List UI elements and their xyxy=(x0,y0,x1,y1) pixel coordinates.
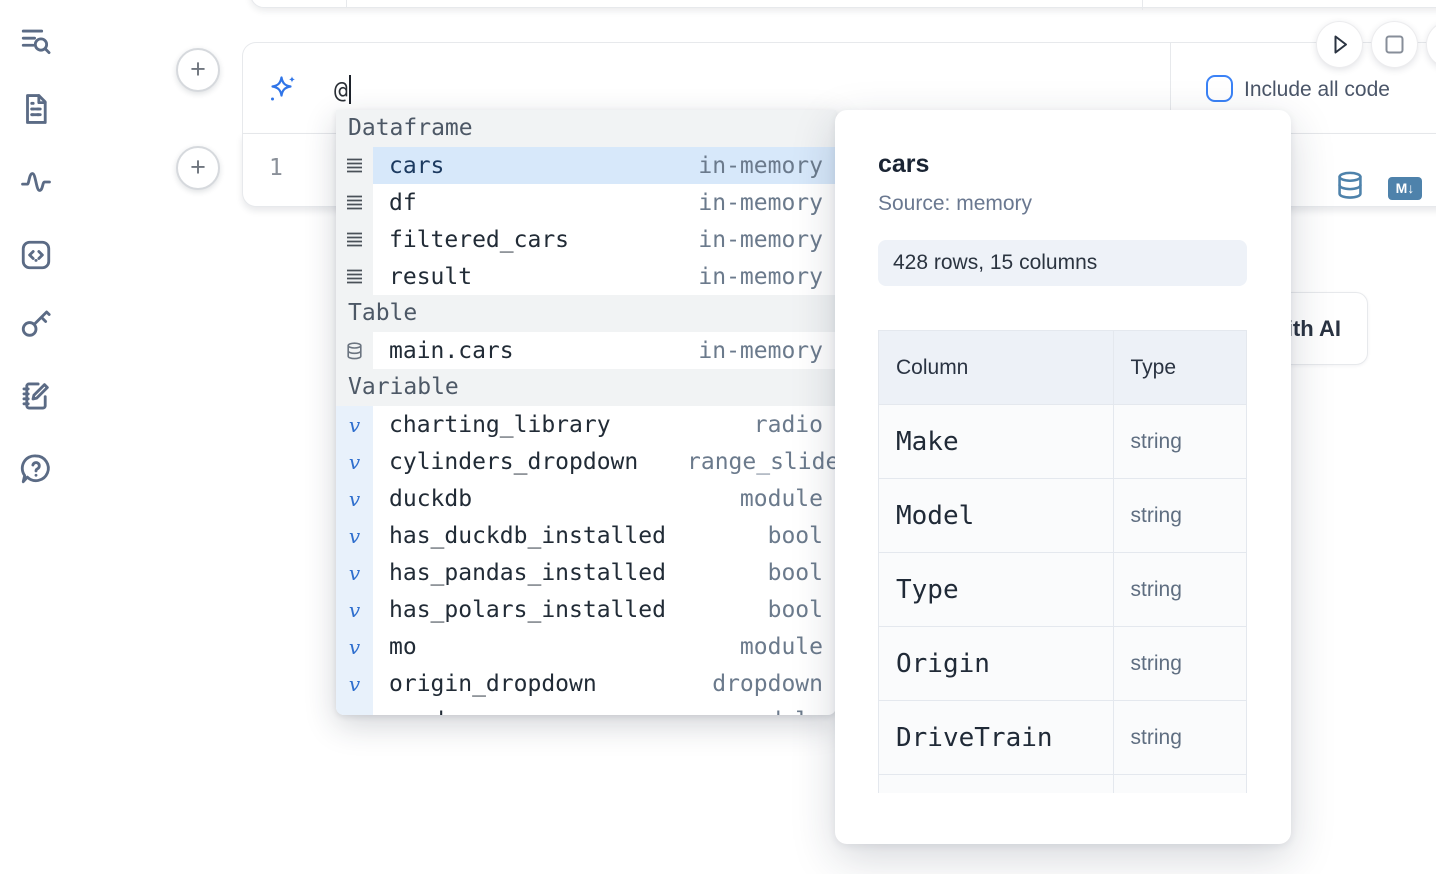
file-text-icon[interactable] xyxy=(19,92,53,126)
sidebar xyxy=(0,0,72,874)
table-header-row: Column Type xyxy=(879,331,1247,405)
autocomplete-dropdown: Dataframe carsin-memory dfin-memory filt… xyxy=(336,110,836,715)
variable-v-icon: v xyxy=(336,443,373,480)
code-box-icon[interactable] xyxy=(19,238,53,272)
notebook-pen-icon[interactable] xyxy=(19,379,53,413)
autocomplete-item-cars[interactable]: carsin-memory xyxy=(336,147,836,184)
variable-v-icon: v xyxy=(336,665,373,702)
database-icon xyxy=(336,332,373,369)
variable-v-icon: v xyxy=(336,517,373,554)
preview-shape-badge: 428 rows, 15 columns xyxy=(878,240,1247,286)
autocomplete-item-filtered-cars[interactable]: filtered_carsin-memory xyxy=(336,221,836,258)
preview-title: cars xyxy=(878,150,1247,179)
database-icon[interactable] xyxy=(1336,171,1364,200)
section-header-dataframe: Dataframe xyxy=(336,110,836,147)
autocomplete-item-duckdb[interactable]: v duckdbmodule xyxy=(336,480,836,517)
variable-v-icon: v xyxy=(336,406,373,443)
include-all-code-checkbox[interactable] xyxy=(1206,75,1233,102)
variable-v-icon: v xyxy=(336,702,373,715)
autocomplete-item-charting-library[interactable]: v charting_libraryradio xyxy=(336,406,836,443)
schema-table-wrapper: Column Type Make string Model string Typ… xyxy=(878,330,1247,793)
dataframe-rows-icon xyxy=(336,147,373,184)
table-row-partial xyxy=(879,775,1247,794)
run-cell-button[interactable] xyxy=(1317,22,1362,67)
autocomplete-item-has-duckdb-installed[interactable]: v has_duckdb_installedbool xyxy=(336,517,836,554)
variable-v-icon: v xyxy=(336,480,373,517)
schema-table: Column Type Make string Model string Typ… xyxy=(878,330,1247,793)
type-header: Type xyxy=(1113,331,1246,405)
activity-icon[interactable] xyxy=(19,165,53,199)
variable-v-icon: v xyxy=(336,591,373,628)
text-search-icon[interactable] xyxy=(19,24,53,58)
dataframe-rows-icon xyxy=(336,258,373,295)
table-row: DriveTrain string xyxy=(879,701,1247,775)
add-cell-button-bottom[interactable]: + xyxy=(176,146,220,190)
table-row: Type string xyxy=(879,553,1247,627)
autocomplete-item-mo[interactable]: v momodule xyxy=(336,628,836,665)
column-header: Column xyxy=(879,331,1114,405)
autocomplete-item-result[interactable]: resultin-memory xyxy=(336,258,836,295)
previous-cell-divider xyxy=(1142,0,1143,10)
dataframe-rows-icon xyxy=(336,221,373,258)
text-caret xyxy=(349,75,351,104)
key-icon[interactable] xyxy=(19,307,53,341)
add-cell-button-top[interactable]: + xyxy=(176,48,220,92)
autocomplete-item-partial[interactable]: v pandasmodule xyxy=(336,702,836,715)
table-row: Origin string xyxy=(879,627,1247,701)
dataframe-preview-panel: cars Source: memory 428 rows, 15 columns… xyxy=(835,110,1291,844)
autocomplete-item-df[interactable]: dfin-memory xyxy=(336,184,836,221)
autocomplete-item-has-pandas-installed[interactable]: v has_pandas_installedbool xyxy=(336,554,836,591)
table-row: Make string xyxy=(879,405,1247,479)
variable-v-icon: v xyxy=(336,554,373,591)
autocomplete-item-cylinders-dropdown[interactable]: v cylinders_dropdownrange_slider xyxy=(336,443,836,480)
autocomplete-item-has-polars-installed[interactable]: v has_polars_installedbool xyxy=(336,591,836,628)
autocomplete-item-origin-dropdown[interactable]: v origin_dropdowndropdown xyxy=(336,665,836,702)
section-header-table: Table xyxy=(336,295,836,332)
stop-button[interactable] xyxy=(1372,22,1417,67)
table-row: Model string xyxy=(879,479,1247,553)
dataframe-rows-icon xyxy=(336,184,373,221)
previous-cell-edge xyxy=(250,0,1436,8)
autocomplete-item-main-cars[interactable]: main.carsin-memory xyxy=(336,332,836,369)
preview-source: Source: memory xyxy=(878,192,1247,216)
previous-cell-divider xyxy=(346,0,347,8)
include-all-code-label: Include all code xyxy=(1244,78,1390,102)
variable-v-icon: v xyxy=(336,628,373,665)
prompt-input[interactable]: @ xyxy=(334,75,351,104)
ai-sparkle-icon xyxy=(268,74,298,104)
line-number: 1 xyxy=(269,155,283,181)
section-header-variable: Variable xyxy=(336,369,836,406)
markdown-export-icon[interactable]: M↓ xyxy=(1388,177,1422,200)
prompt-value: @ xyxy=(334,78,348,104)
help-chat-icon[interactable] xyxy=(19,452,53,486)
